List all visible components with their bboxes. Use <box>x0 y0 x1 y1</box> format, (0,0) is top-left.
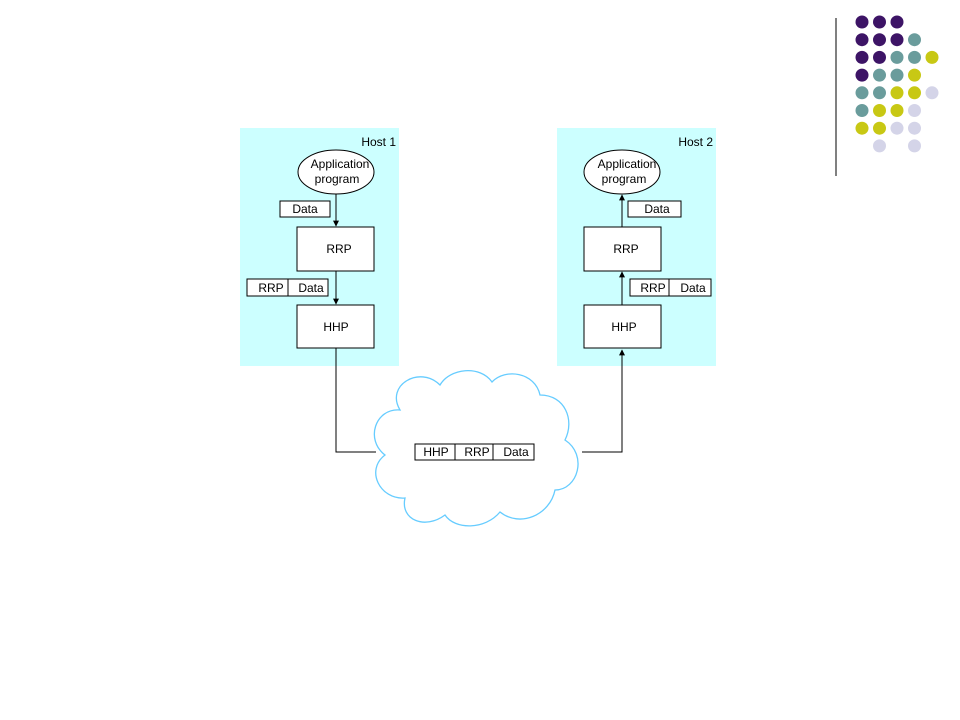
decorative-dot <box>873 50 886 64</box>
host-1-network-link <box>335 348 376 453</box>
decorative-dot <box>925 50 939 64</box>
host-2-data-label: Data <box>644 202 670 216</box>
decorative-dot <box>908 121 921 135</box>
host-1-data-box <box>279 200 331 218</box>
decorative-dot <box>908 139 921 153</box>
host-2-label: Host 2 <box>678 135 713 149</box>
host-1-rrp-data-label: Data <box>298 281 324 295</box>
host-2-rrp-data-label: Data <box>680 281 706 295</box>
host-1-hhp-layer <box>296 304 375 349</box>
decorative-dot <box>908 33 921 47</box>
host-2-network-link <box>582 349 625 453</box>
decorative-dot-grid <box>855 15 939 153</box>
decorative-dot <box>890 68 904 82</box>
host-1-hhp-label: HHP <box>323 320 348 334</box>
host-1-app-label-line1: Application <box>311 157 370 171</box>
host-1-rrp-layer <box>296 226 375 272</box>
packet-data-box <box>492 443 535 461</box>
decorative-dot <box>855 68 869 82</box>
decorative-dot <box>890 33 904 47</box>
decorative-dot <box>873 86 886 100</box>
packet-hhp-label: HHP <box>423 445 448 459</box>
host-2-data-box <box>627 200 682 218</box>
decorative-dot <box>855 33 869 47</box>
host-2-hhp-label: HHP <box>611 320 636 334</box>
host-2-panel: Host 2 Application program Data RRP RRP … <box>557 128 716 366</box>
decorative-dot <box>873 139 886 153</box>
decorative-dot <box>890 15 904 29</box>
packet-data-label: Data <box>503 445 529 459</box>
decorative-dot <box>890 121 904 135</box>
host-1-rrp-header-label: RRP <box>258 281 283 295</box>
decorative-dot <box>890 86 904 100</box>
decorative-dot <box>873 68 886 82</box>
host-2-app-label-line2: program <box>602 172 647 186</box>
decorative-dot <box>855 121 869 135</box>
decorative-dot <box>873 121 886 135</box>
host-2-rrp-layer <box>583 226 662 272</box>
host-2-hhp-layer <box>583 304 662 349</box>
host-2-application-program <box>583 149 661 195</box>
decorative-dot <box>925 86 939 100</box>
host-2-rrp-header-label: RRP <box>640 281 665 295</box>
host-1-panel: Host 1 Application program Data RRP RRP … <box>240 128 399 366</box>
decorative-dot <box>855 104 869 117</box>
decorative-dot <box>855 15 869 29</box>
host-2-rrp-data-box <box>668 278 712 297</box>
decorative-dot <box>908 50 921 64</box>
decorative-dot <box>855 50 869 64</box>
packet-rrp-label: RRP <box>464 445 489 459</box>
decorative-dot <box>908 86 921 100</box>
decorative-dot <box>855 86 869 100</box>
host-1-data-label: Data <box>292 202 318 216</box>
decorative-dot <box>873 15 886 29</box>
host-2-rrp-label: RRP <box>613 242 638 256</box>
host-1-rrp-data-box <box>287 278 329 297</box>
decorative-dot <box>890 50 904 64</box>
host-2-app-label-line1: Application <box>598 157 657 171</box>
host-1-app-label-line2: program <box>315 172 360 186</box>
decorative-dot <box>873 104 886 117</box>
host-1-label: Host 1 <box>361 135 396 149</box>
decorative-dot <box>890 104 904 117</box>
decorative-dot <box>873 33 886 47</box>
decorative-dot <box>908 68 921 82</box>
host-1-rrp-label: RRP <box>326 242 351 256</box>
decorative-dot <box>908 104 921 117</box>
network-packet: HHP RRP Data <box>414 443 535 461</box>
